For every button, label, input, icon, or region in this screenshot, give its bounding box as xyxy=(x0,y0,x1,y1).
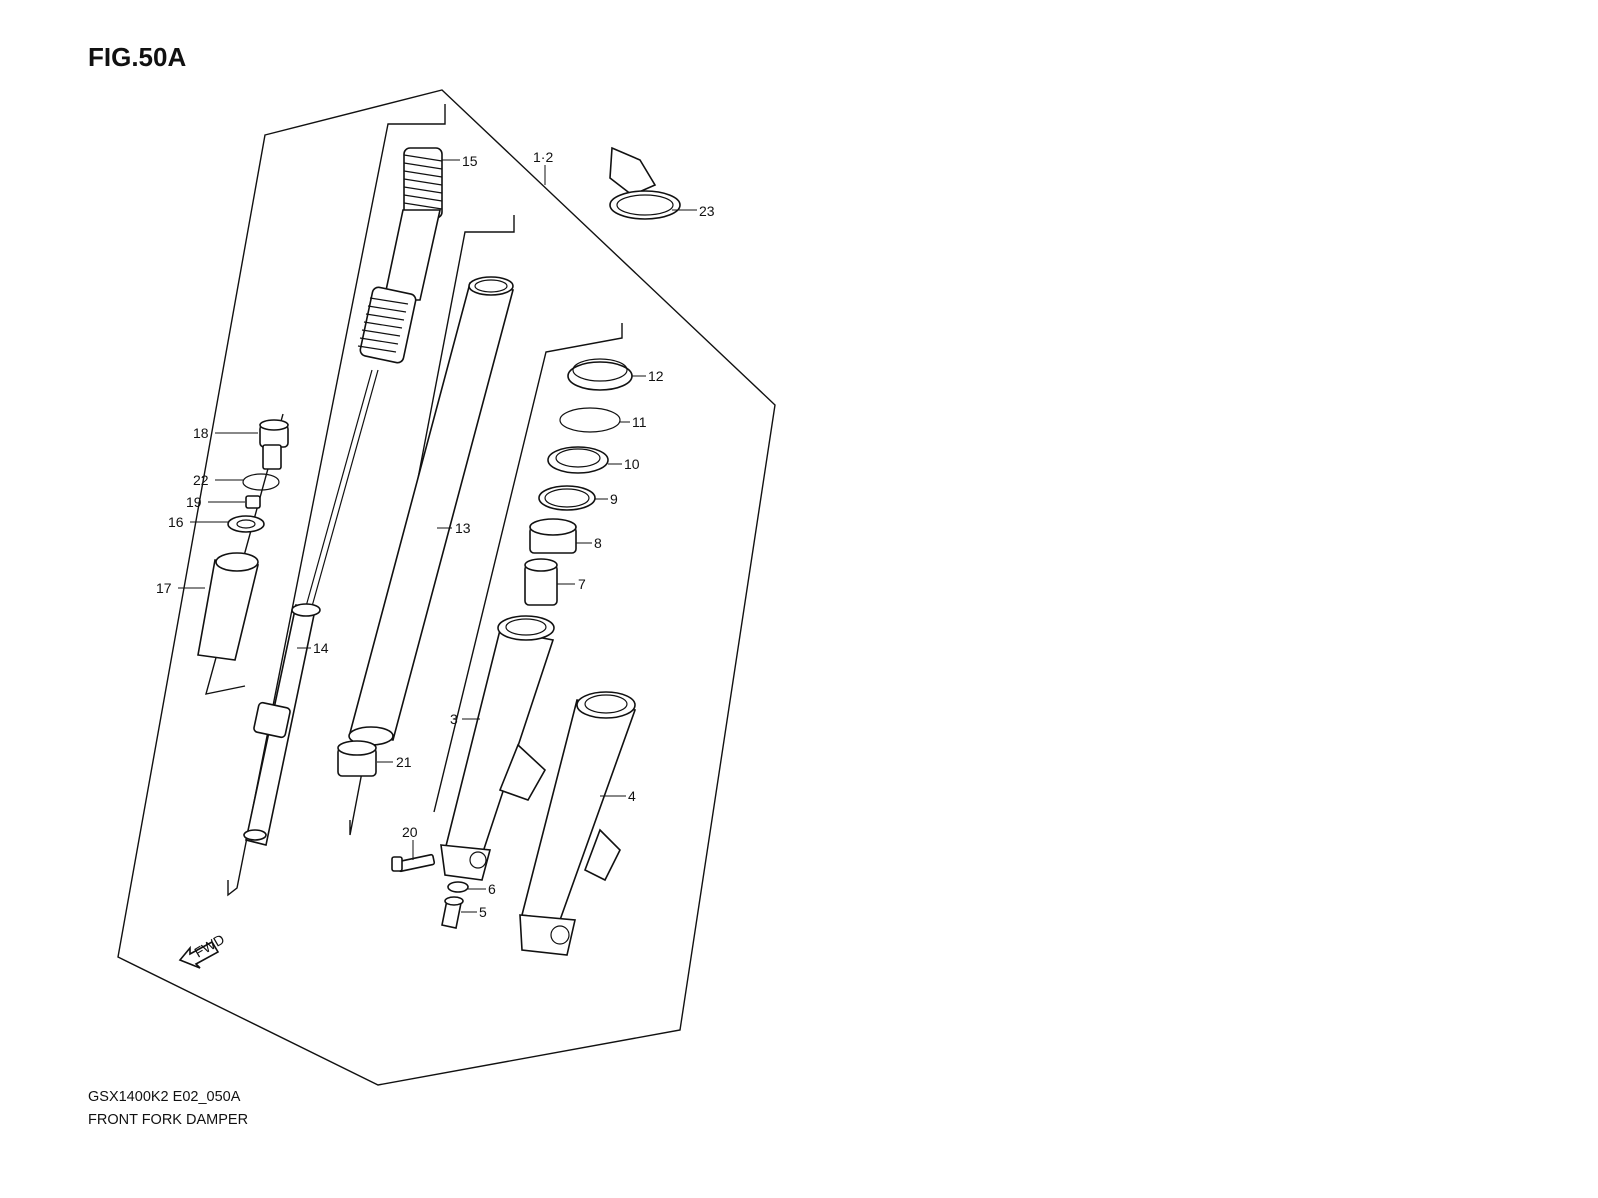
callout-3: 3 xyxy=(450,711,458,727)
callout-8: 8 xyxy=(594,535,602,551)
outer-tube-group-bracket xyxy=(349,215,515,836)
callout-20: 20 xyxy=(402,824,418,840)
drain-gasket xyxy=(447,881,469,893)
callout-15: 15 xyxy=(462,153,478,169)
stop-ring xyxy=(559,407,621,433)
guide-bushing xyxy=(337,740,377,777)
callout-22: 22 xyxy=(193,472,209,488)
dust-seal xyxy=(567,358,633,391)
callout-17: 17 xyxy=(156,580,172,596)
left-fork-bottom-tube xyxy=(440,615,555,881)
oil-seal-washer xyxy=(538,485,596,511)
oil-seal xyxy=(547,446,609,474)
callout-13: 13 xyxy=(455,520,471,536)
callout-18: 18 xyxy=(193,425,209,441)
guide-metal xyxy=(529,518,577,554)
callout-14: 14 xyxy=(313,640,329,656)
callout-16: 16 xyxy=(168,514,184,530)
callout-7: 7 xyxy=(578,576,586,592)
seal-group-bracket xyxy=(433,323,623,813)
fork-cap-bolt xyxy=(197,552,259,661)
adjuster-o-ring xyxy=(242,473,280,491)
callout-10: 10 xyxy=(624,456,640,472)
adjuster-washer xyxy=(227,515,265,533)
slide-metal xyxy=(524,558,558,606)
callout-21: 21 xyxy=(396,754,412,770)
damping-adjuster xyxy=(259,419,289,470)
callout-12: 12 xyxy=(648,368,664,384)
fork-spring xyxy=(357,147,443,364)
forward-direction-arrow: FWD xyxy=(178,931,227,969)
axle-holder-bolt xyxy=(391,853,436,873)
figure-name-caption: FRONT FORK DAMPER xyxy=(88,1112,249,1128)
model-code-caption: GSX1400K2 E02_050A xyxy=(88,1089,241,1105)
callout-5: 5 xyxy=(479,904,487,920)
fork-cap-cover xyxy=(609,146,681,220)
right-fork-bottom-tube xyxy=(519,691,637,956)
callout-4: 4 xyxy=(628,788,636,804)
spring-group-bracket xyxy=(227,104,446,897)
outer-tube xyxy=(348,276,515,746)
callout-1-2: 1·2 xyxy=(533,149,553,165)
damper-rod xyxy=(243,369,379,846)
callout-23: 23 xyxy=(699,203,715,219)
figure-title: FIG.50A xyxy=(88,42,187,72)
adjuster-nut xyxy=(245,495,261,509)
leader-lines xyxy=(178,159,697,913)
callout-6: 6 xyxy=(488,881,496,897)
callout-9: 9 xyxy=(610,491,618,507)
callout-11: 11 xyxy=(632,414,647,430)
assembly-outline xyxy=(117,89,776,1086)
damper-rod-bolt xyxy=(441,896,464,929)
callout-19: 19 xyxy=(186,494,202,510)
